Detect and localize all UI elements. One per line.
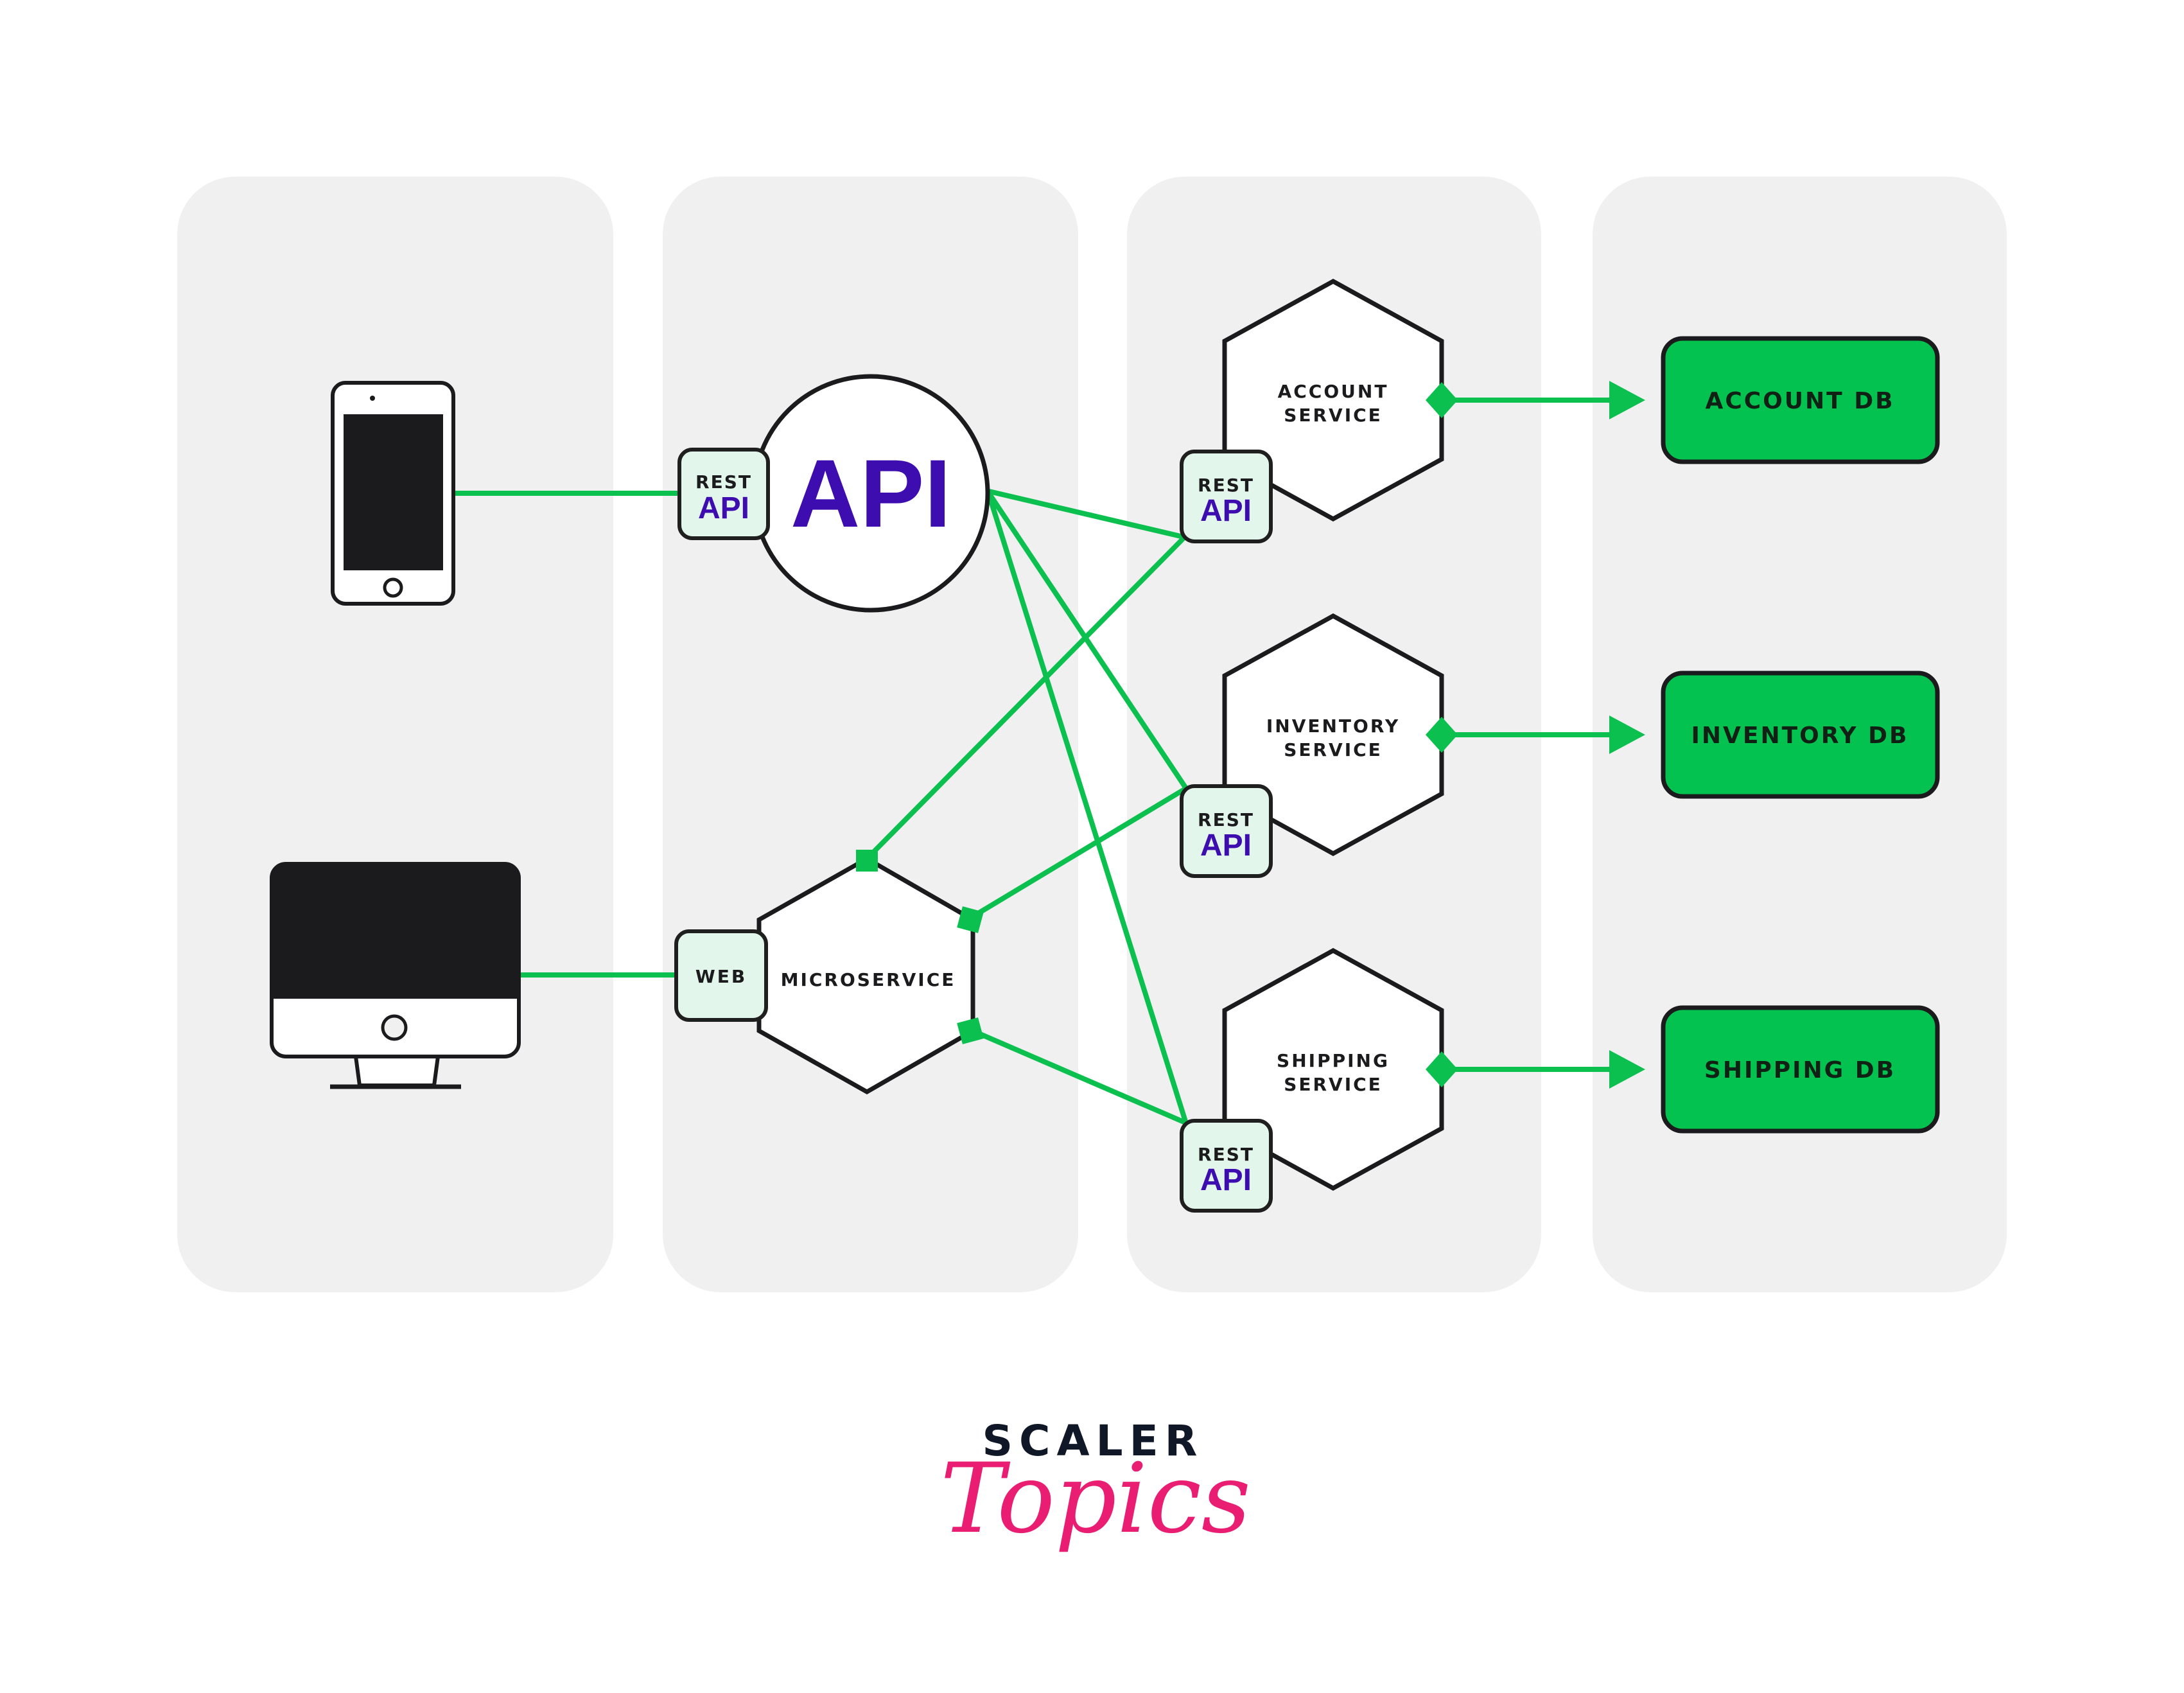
service-name-line2: SERVICE: [1284, 1074, 1383, 1095]
panel-clients: [177, 177, 613, 1292]
logo-topics: Topics: [940, 1443, 1251, 1555]
logo-scaler: SCALER: [982, 1416, 1203, 1466]
web-badge: WEB: [674, 929, 768, 1022]
connector-micro-account: [865, 536, 1185, 861]
service-name-line1: SHIPPING: [1277, 1050, 1390, 1071]
database-label: SHIPPING DB: [1704, 1057, 1896, 1083]
monitor-icon: [270, 862, 521, 1089]
database-inventory[interactable]: INVENTORY DB: [1661, 671, 1940, 799]
arrow-head-icon: [1609, 1050, 1645, 1089]
connector-gateway-account: [988, 489, 1184, 539]
connector-micro-shipping: [968, 1027, 1187, 1125]
port-upper-right: [957, 906, 984, 933]
service-shipping[interactable]: SHIPPING SERVICE: [1222, 948, 1444, 1191]
connector-gateway-shipping: [986, 493, 1188, 1123]
connectors: [454, 489, 1188, 1125]
api-label: API: [1200, 829, 1252, 863]
gateway-rest-badge: REST API: [677, 448, 770, 540]
panel-gateway: [663, 177, 1078, 1292]
diamond-port-icon: [1426, 1051, 1458, 1087]
rest-label: REST: [1198, 809, 1254, 830]
api-label: API: [1200, 494, 1252, 528]
microservice-label: MICROSERVICE: [781, 969, 956, 990]
service-name-line2: SERVICE: [1284, 405, 1383, 426]
arrow-head-icon: [1609, 715, 1645, 754]
diamond-port-icon: [1426, 382, 1458, 418]
port-top: [856, 850, 878, 872]
connector-gateway-inventory: [986, 491, 1188, 789]
database-label: INVENTORY DB: [1691, 723, 1909, 749]
arrow-head-icon: [1609, 381, 1645, 419]
database-label: ACCOUNT DB: [1705, 388, 1894, 414]
api-gateway[interactable]: API: [751, 374, 990, 613]
database-account[interactable]: ACCOUNT DB: [1661, 336, 1940, 464]
port-lower-right: [957, 1017, 984, 1044]
api-gateway-label: API: [791, 439, 951, 547]
diamond-port-icon: [1426, 717, 1458, 753]
service-name-line1: INVENTORY: [1266, 715, 1400, 737]
service-name-line2: SERVICE: [1284, 739, 1383, 760]
web-label: WEB: [695, 966, 747, 987]
rest-label: REST: [1198, 1144, 1254, 1165]
smartphone-icon: [331, 381, 455, 606]
rest-label: REST: [1198, 475, 1254, 496]
scaler-topics-logo: SCALER Topics: [940, 1416, 1251, 1555]
service-name-line1: ACCOUNT: [1278, 381, 1389, 402]
rest-label: REST: [695, 471, 752, 493]
api-label: API: [698, 491, 749, 525]
database-shipping[interactable]: SHIPPING DB: [1661, 1005, 1940, 1134]
microservice[interactable]: MICROSERVICE: [756, 850, 984, 1095]
service-account[interactable]: ACCOUNT SERVICE: [1222, 279, 1444, 522]
connector-micro-inventory: [968, 786, 1187, 921]
api-label: API: [1200, 1163, 1252, 1197]
